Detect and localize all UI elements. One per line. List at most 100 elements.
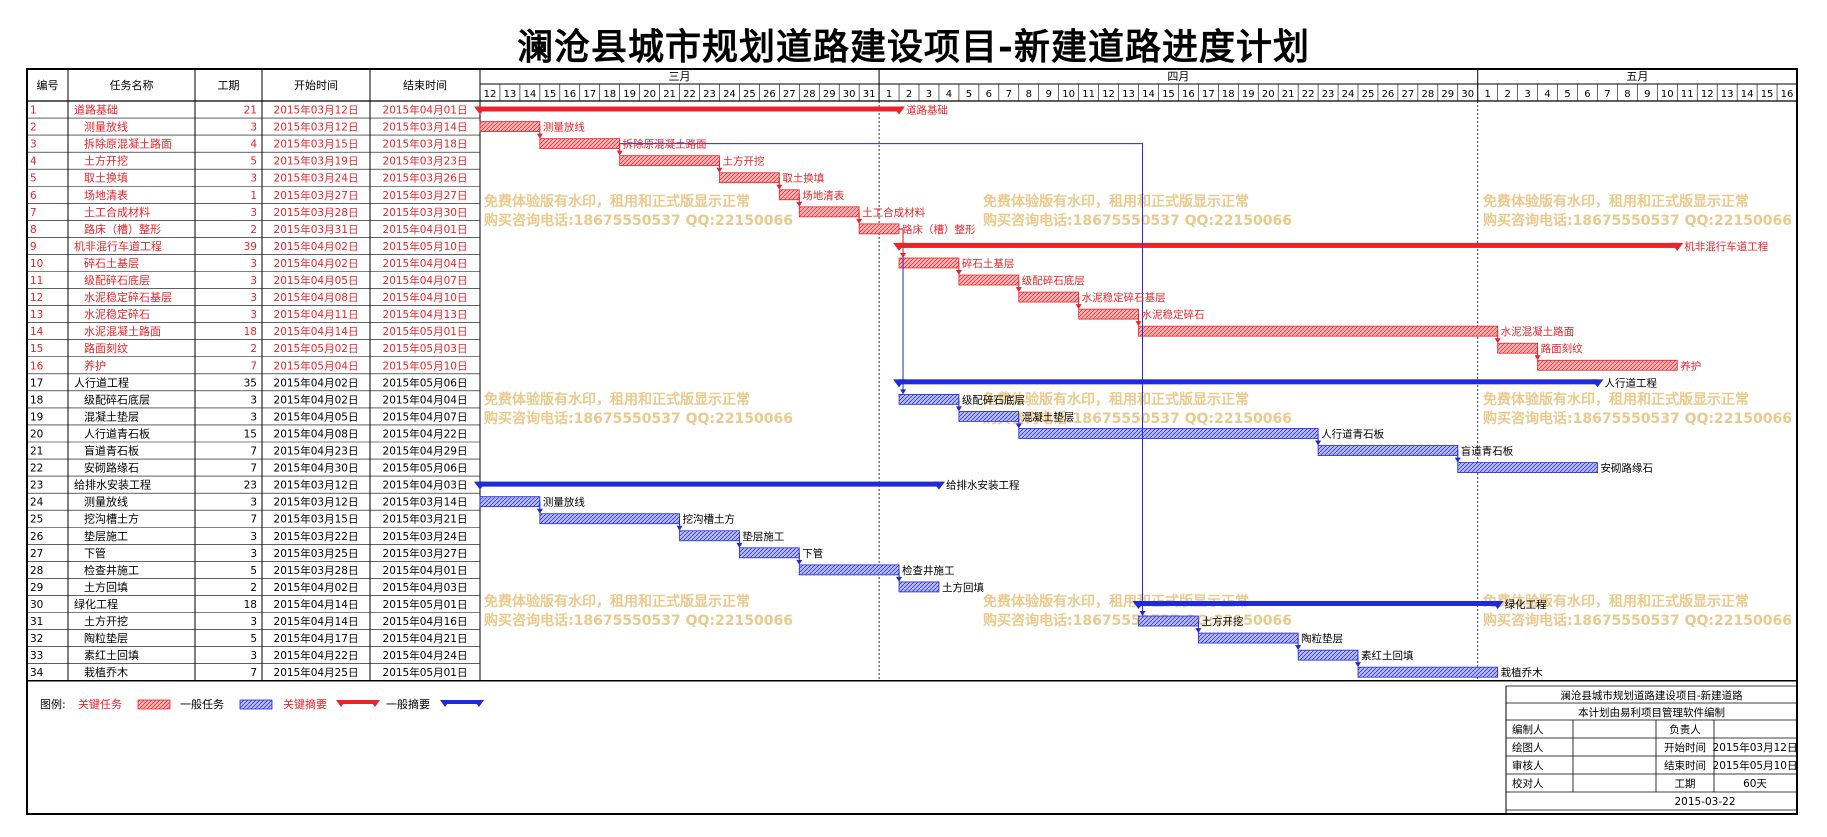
day-label: 14	[1142, 89, 1155, 100]
watermark-line2: 购买咨询电话:18675550537 QQ:22150066	[1483, 212, 1792, 229]
task-duration: 21	[244, 105, 257, 117]
task-start: 2015年04月02日	[274, 581, 359, 594]
task-name: 垫层施工	[84, 529, 128, 543]
dependency-arrow	[1315, 440, 1322, 446]
task-end: 2015年05月01日	[383, 598, 468, 611]
day-label: 4	[1544, 89, 1550, 100]
dependency-arrow	[955, 270, 962, 276]
watermark-line1: 免费体验版有水印，租用和正式版显示正常	[484, 193, 750, 210]
task-bar	[898, 581, 940, 593]
bar-label: 水泥稳定碎石基层	[1082, 291, 1166, 304]
task-bar	[479, 496, 541, 508]
dependency-arrow	[796, 559, 803, 565]
bar-label: 绿化工程	[1505, 598, 1547, 611]
bar-label: 土方开挖	[722, 155, 764, 168]
task-end: 2015年04月13日	[383, 308, 468, 321]
task-end: 2015年05月03日	[383, 342, 468, 355]
day-label: 30	[1461, 89, 1474, 100]
day-label: 20	[643, 89, 656, 100]
task-duration: 23	[244, 480, 257, 492]
watermark-line1: 免费体验版有水印，租用和正式版显示正常	[1483, 593, 1749, 610]
dependency-arrow	[776, 184, 783, 190]
info-date: 2015-03-22	[1674, 796, 1735, 808]
task-id: 22	[30, 463, 43, 475]
task-duration: 3	[250, 292, 257, 304]
task-id: 4	[30, 156, 37, 168]
day-label: 21	[1282, 89, 1295, 100]
task-end: 2015年04月03日	[383, 581, 468, 594]
task-end: 2015年03月27日	[383, 189, 468, 202]
task-bar	[539, 513, 680, 525]
day-label: 31	[863, 89, 876, 100]
day-label: 15	[1162, 89, 1175, 100]
task-end: 2015年03月27日	[383, 547, 468, 560]
day-label: 8	[1026, 89, 1032, 100]
task-end: 2015年04月22日	[383, 427, 468, 440]
column-header: 编号	[37, 78, 59, 92]
info-label: 开始时间	[1664, 741, 1706, 754]
day-label: 24	[723, 89, 736, 100]
summary-end-marker	[932, 481, 945, 490]
day-label: 30	[843, 89, 856, 100]
summary-start-marker	[474, 106, 486, 115]
task-start: 2015年03月27日	[274, 189, 359, 202]
task-id: 29	[30, 582, 43, 594]
column-header: 开始时间	[294, 78, 338, 92]
day-label: 8	[1624, 89, 1630, 100]
task-end: 2015年04月29日	[383, 445, 468, 458]
task-start: 2015年03月19日	[274, 155, 359, 168]
day-label: 3	[926, 89, 932, 100]
task-name: 土方开挖	[84, 614, 128, 628]
task-start: 2015年04月05日	[274, 274, 359, 287]
task-bar	[1317, 445, 1459, 456]
day-label: 15	[1761, 89, 1774, 100]
day-label: 2	[906, 89, 912, 100]
task-id: 7	[30, 207, 37, 219]
task-name: 水泥稳定碎石基层	[84, 290, 172, 304]
summary-bar	[899, 379, 1598, 385]
task-end: 2015年05月01日	[383, 666, 468, 679]
task-name: 人行道青石板	[84, 426, 150, 440]
task-start: 2015年04月14日	[274, 325, 359, 338]
task-id: 12	[30, 292, 43, 304]
task-end: 2015年04月07日	[383, 410, 468, 423]
task-name: 陶粒垫层	[84, 631, 128, 645]
day-label: 12	[484, 89, 497, 100]
bar-label: 路面刻纹	[1541, 342, 1583, 355]
info-value: 60天	[1743, 778, 1767, 790]
summary-bar	[899, 242, 1678, 248]
chart-title: 澜沧县城市规划道路建设项目-新建道路进度计划	[517, 26, 1310, 68]
task-id: 8	[30, 224, 37, 236]
task-start: 2015年04月11日	[274, 308, 359, 321]
column-header: 工期	[218, 79, 240, 92]
day-label: 1	[886, 89, 892, 100]
task-start: 2015年05月02日	[274, 342, 359, 355]
watermark-line1: 免费体验版有水印，租用和正式版显示正常	[484, 391, 750, 408]
task-end: 2015年03月30日	[383, 206, 468, 219]
task-end: 2015年04月21日	[383, 632, 468, 645]
day-label: 16	[1182, 89, 1195, 100]
day-label: 23	[1322, 89, 1335, 100]
month-label: 五月	[1626, 70, 1648, 83]
summary-end-marker	[1491, 600, 1504, 609]
task-id: 24	[30, 497, 44, 509]
day-label: 12	[1102, 89, 1115, 100]
watermark-line1: 免费体验版有水印，租用和正式版显示正常	[983, 391, 1249, 408]
task-bar	[1197, 632, 1299, 644]
task-name: 路床（槽）整形	[84, 222, 161, 236]
month-label: 四月	[1167, 70, 1189, 83]
task-duration: 3	[250, 411, 257, 423]
task-id: 9	[30, 241, 37, 253]
task-id: 18	[30, 394, 43, 406]
task-id: 23	[30, 480, 43, 492]
task-name: 挖沟槽土方	[84, 512, 139, 526]
info-label: 校对人	[1512, 777, 1544, 790]
summary-start-marker	[474, 481, 486, 490]
bar-label: 级配碎石底层	[1022, 274, 1085, 287]
task-end: 2015年04月16日	[383, 615, 468, 628]
task-end: 2015年03月14日	[383, 121, 468, 134]
task-duration: 3	[250, 275, 257, 287]
dependency-arrow	[716, 167, 723, 173]
task-start: 2015年03月31日	[274, 223, 359, 236]
dependency-arrow	[616, 150, 623, 156]
